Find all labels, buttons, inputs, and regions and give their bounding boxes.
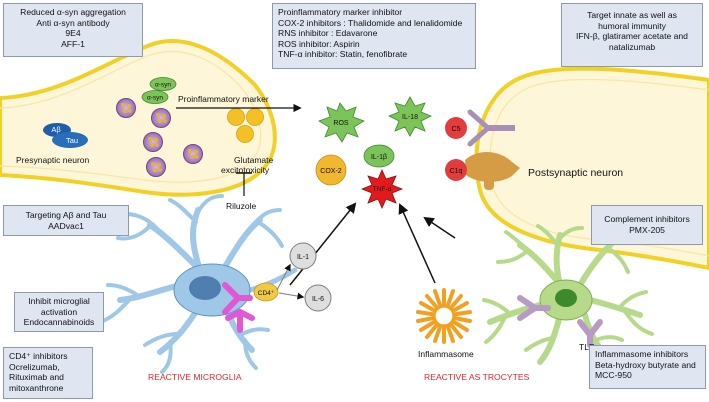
- ros-tag: ROS: [333, 120, 349, 127]
- proinflammatory-inhibitor-box: Proinflammatory marker inhibitor COX-2 i…: [272, 3, 476, 69]
- cd4-box-line-2: Ocrelizumab,: [9, 361, 60, 372]
- tau-blob: [52, 132, 88, 148]
- inflammasome-box-line-1: Inflammasome inhibitors: [595, 349, 689, 359]
- proinflam-box-line-4: ROS inhibitor: Aspirin: [278, 38, 360, 49]
- microglia-to-cytokines-arrow: [289, 202, 357, 286]
- innate-immunity-box: Target innate as well as humoral immunit…: [561, 3, 703, 67]
- innate-box-line-4: natalizumab: [608, 41, 656, 52]
- microglial-box-line-3: Endocannabinoids: [23, 317, 95, 328]
- cd4-box-line-1: CD4⁺ inhibitors: [9, 351, 68, 361]
- inflammasome-label: Inflammasome: [418, 349, 474, 359]
- asyn-aggregate-1: [149, 77, 177, 91]
- cd4-box-line-4: mitoxanthrone: [9, 382, 64, 393]
- asyn-box-line-2: Anti α-syn antibody: [36, 17, 110, 28]
- cd4-box-line-3: Rituximab and: [9, 372, 64, 383]
- ros-molecule: [318, 102, 365, 143]
- asyn-treatment-box: Reduced α-syn aggregation Anti α-syn ant…: [3, 3, 143, 57]
- asyn-tag-2: α-syn: [147, 95, 163, 102]
- abeta-tag: Aβ: [51, 125, 61, 134]
- reactive-microglia-label: REACTIVE MICROGLIA: [148, 372, 242, 382]
- synaptic-vesicles: [116, 98, 203, 177]
- astrocyte-nucleus: [555, 289, 577, 307]
- excitotoxicity-label: excitotoxicity: [221, 165, 270, 175]
- il6-tag: IL-6: [312, 296, 324, 303]
- tnfa-tag: TNF-α: [373, 186, 392, 193]
- postsynaptic-neuron-label: Postsynaptic neuron: [528, 167, 623, 179]
- inflammasome-inhibitor-box: Inflammasome inhibitors Beta-hydroxy but…: [589, 345, 706, 389]
- tnfa-molecule: [360, 169, 404, 209]
- asyn-box-line-3: 9E4: [65, 28, 81, 39]
- glutamate-label: Glutamate: [234, 155, 273, 165]
- c1q-tag: C1q: [450, 168, 463, 175]
- riluzole-label: Riluzole: [226, 201, 257, 211]
- asyn-aggregate-2: [141, 90, 169, 104]
- abtau-box-line-2: AADvac1: [48, 220, 84, 231]
- proinflam-box-line-5: TNF-α inhibitor: Statin, fenofibrate: [278, 49, 408, 60]
- proinflam-box-line-1: Proinflammatory marker inhibitor: [278, 7, 403, 17]
- il18-tag: IL-18: [402, 114, 418, 121]
- proinflam-box-line-3: RNS inhibitor : Edavarone: [278, 28, 378, 39]
- tlr-receptor: [517, 295, 603, 348]
- microglial-box-line-1: Inhibit microglial: [28, 296, 90, 306]
- il6-molecule: [304, 284, 332, 312]
- cd4-to-il6-arrow: [278, 292, 305, 300]
- abtau-box-line-1: Targeting Aβ and Tau: [25, 210, 107, 220]
- tau-tag: Tau: [66, 136, 78, 145]
- asyn-box-line-1: Reduced α-syn aggregation: [20, 7, 126, 17]
- c5-tag: C5: [452, 126, 461, 133]
- complement-box-line-1: Complement inhibitors: [604, 214, 690, 224]
- microglial-box-line-2: activation: [40, 306, 78, 317]
- microglia-nucleus: [189, 276, 221, 300]
- il18-molecule: [388, 96, 432, 137]
- il1-tag: IL-1: [297, 254, 309, 261]
- inflammasome-complex: [416, 288, 472, 344]
- cox2-tag: COX-2: [320, 168, 342, 175]
- proinflammatory-marker-label: Proinflammatory marker: [178, 94, 269, 104]
- abeta-tau-box: Targeting Aβ and Tau AADvac1: [3, 205, 129, 236]
- innate-box-line-2: humoral immunity: [598, 20, 666, 31]
- microglial-inhibition-box: Inhibit microglial activation Endocannab…: [14, 292, 104, 332]
- cd4-molecule: [253, 282, 279, 302]
- tlr-label: TLR: [579, 342, 595, 352]
- reactive-astrocytes-label: REACTIVE AS TROCYTES: [424, 372, 530, 382]
- inflammasome-box-line-3: MCC-950: [595, 370, 632, 381]
- glutamate-molecules: [227, 108, 264, 143]
- il1-molecule: [289, 242, 317, 270]
- asyn-box-line-4: AFF-1: [61, 38, 85, 49]
- il1b-molecule: [363, 144, 395, 168]
- c1q-molecule: [445, 159, 467, 181]
- cd4-tag: CD4⁺: [258, 290, 275, 297]
- cd4-receptor: [222, 282, 255, 333]
- cd4-to-il1-arrow: [276, 263, 291, 291]
- complement-inhibitor-box: Complement inhibitors PMX-205: [591, 205, 703, 245]
- presynaptic-neuron-label: Presynaptic neuron: [16, 155, 90, 165]
- innate-box-line-3: IFN-β, glatiramer acetate and: [576, 31, 688, 42]
- complement-box-line-2: PMX-205: [629, 224, 665, 235]
- asyn-tag-1: α-syn: [155, 82, 171, 89]
- c5-receptor: [467, 109, 515, 147]
- innate-box-line-1: Target innate as well as: [587, 10, 677, 20]
- c5-molecule: [445, 117, 467, 139]
- cox2-molecule: [315, 154, 347, 186]
- reactive-astrocyte-cell: [482, 224, 654, 365]
- inflammasome-to-cytokines-arrow: [398, 203, 436, 284]
- proinflam-box-line-2: COX-2 inhibitors : Thalidomide and lenal…: [278, 17, 463, 28]
- c1q-receptor: [465, 151, 520, 190]
- astrocyte-to-cytokines-arrow: [423, 216, 456, 239]
- inflammasome-box-line-2: Beta-hydroxy butyrate and: [595, 359, 696, 370]
- cd4-inhibitor-box: CD4⁺ inhibitors Ocrelizumab, Rituximab a…: [3, 347, 93, 399]
- il1b-tag: IL-1β: [371, 154, 387, 161]
